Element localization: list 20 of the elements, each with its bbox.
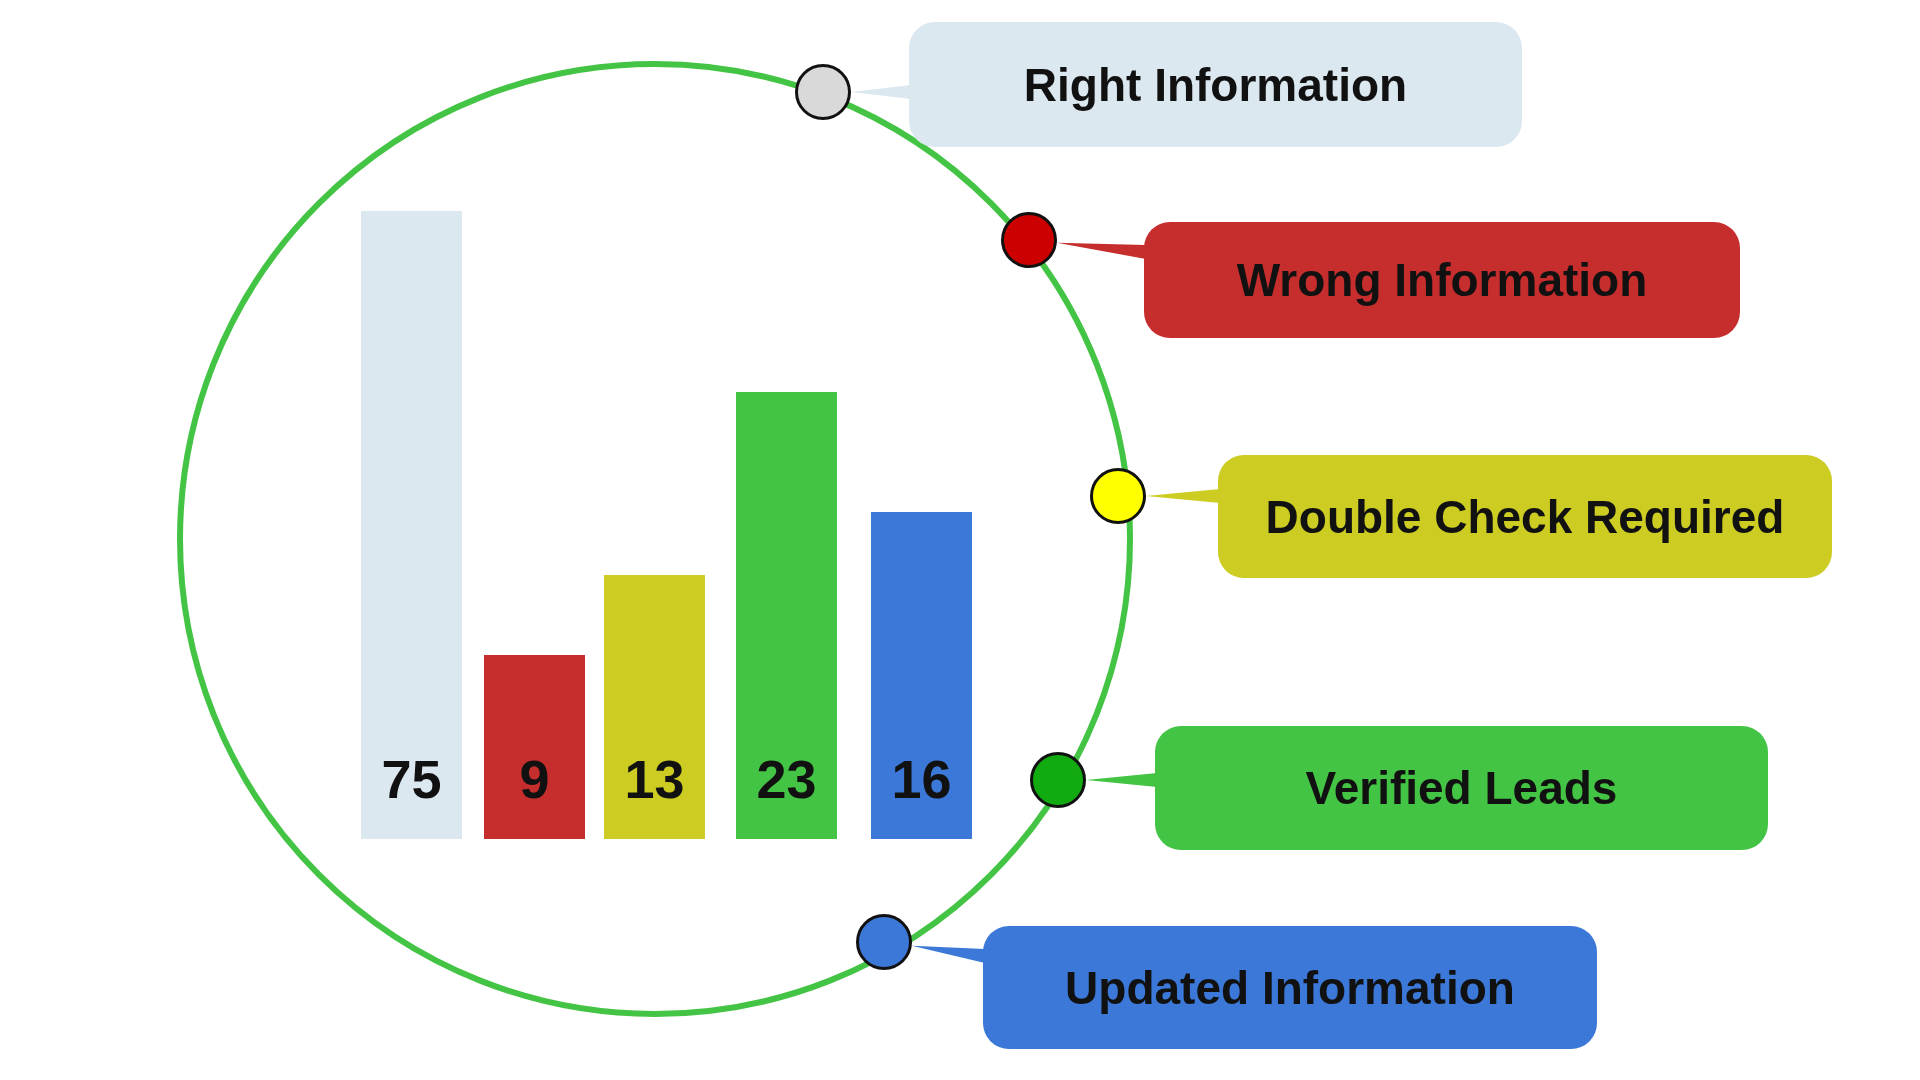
callout-text: Updated Information [1065, 960, 1515, 1015]
marker-dot [795, 64, 851, 120]
value-label: 9 [519, 749, 550, 809]
callout-text: Verified Leads [1305, 761, 1618, 815]
value-label: 13 [624, 749, 685, 809]
callout-text: Double Check Required [1265, 489, 1785, 544]
callout-box [1218, 455, 1832, 578]
value-label: 23 [756, 749, 817, 809]
marker-dot [1030, 752, 1086, 808]
callout-box [1144, 222, 1740, 338]
marker-dot [1090, 468, 1146, 524]
value-label: 75 [381, 749, 442, 809]
callout-box [909, 22, 1522, 147]
callout-text: Right Information [1023, 57, 1408, 112]
value-label: 16 [891, 749, 952, 809]
callout-box [983, 926, 1597, 1049]
callout-box [1155, 726, 1768, 850]
callout-text: Wrong Information [1236, 253, 1648, 307]
marker-dot [856, 914, 912, 970]
marker-dot [1001, 212, 1057, 268]
